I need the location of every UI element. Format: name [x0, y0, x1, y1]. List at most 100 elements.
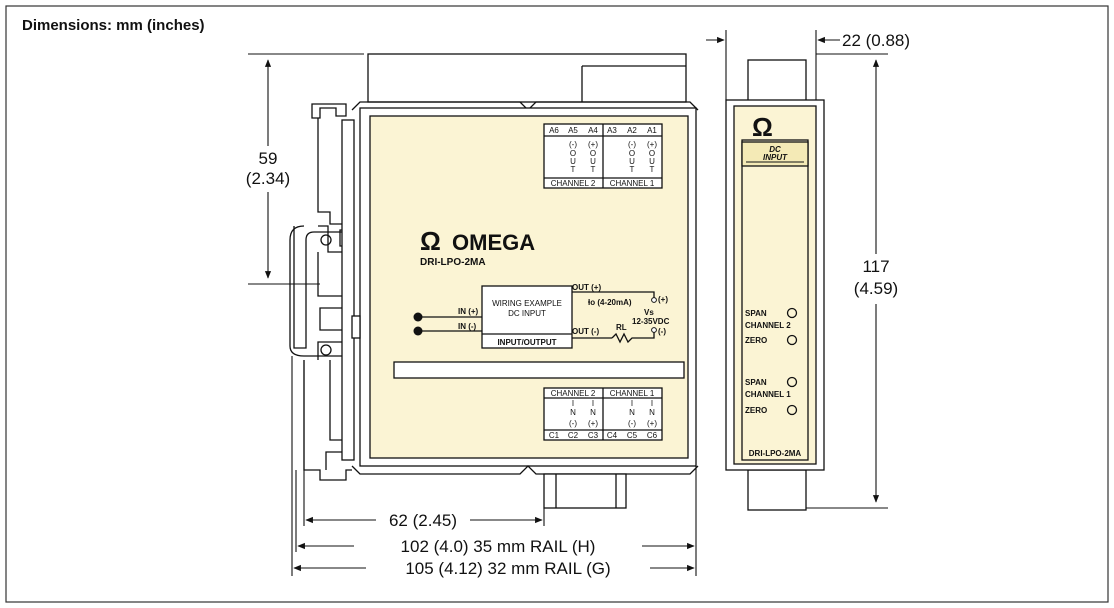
out-letter: O — [590, 149, 596, 158]
out-letter: T — [650, 165, 655, 174]
top-signal-ch1-minus: (-) — [628, 140, 636, 149]
in-minus-label: IN (-) — [458, 322, 477, 331]
vs-minus-terminal — [651, 327, 657, 333]
vs-range-label: 12-35VDC — [632, 317, 670, 326]
span-ch2-label: SPAN — [745, 309, 767, 318]
vs-plus-terminal — [651, 297, 657, 303]
dim-62: 62 (2.45) — [389, 511, 457, 530]
front-omega-logo-icon: Ω — [752, 112, 773, 142]
dim-22: 22 (0.88) — [842, 31, 910, 50]
out-minus-label: OUT (-) — [572, 327, 599, 336]
vs-minus-label: (-) — [658, 327, 666, 336]
omega-logo-icon: Ω — [420, 226, 441, 256]
bottom-signal-ch1-plus: (+) — [647, 419, 657, 428]
wiring-box-line1: WIRING EXAMPLE — [492, 299, 562, 308]
dim-105-rail-g: 105 (4.12) 32 mm RAIL (G) — [405, 559, 610, 578]
bottom-channel-2-label: CHANNEL 2 — [551, 389, 596, 398]
io-label: Io (4-20mA) — [588, 298, 632, 307]
input-minus-terminal-dot — [413, 326, 423, 336]
top-channel-2-label: CHANNEL 2 — [551, 179, 596, 188]
top-signal-ch2-plus: (+) — [588, 140, 598, 149]
dim-117-mm: 117 — [862, 257, 889, 276]
dimension-lines — [248, 30, 888, 576]
out-letter: O — [570, 149, 576, 158]
terminal-a1: A1 — [647, 126, 657, 135]
bottom-connector-block — [543, 473, 627, 509]
diagram-title: Dimensions: mm (inches) — [22, 17, 205, 34]
wiring-example-box — [481, 285, 573, 349]
front-label-dc: DC — [769, 145, 781, 154]
front-labels: DC INPUT SPAN CHANNEL 2 ZERO SPAN CHANNE… — [745, 145, 801, 458]
terminal-a4: A4 — [588, 126, 598, 135]
dim-59-mm: 59 — [259, 149, 278, 168]
in-letter: N — [629, 408, 635, 417]
channel2-label: CHANNEL 2 — [745, 321, 791, 330]
wiring-box-line2: DC INPUT — [508, 309, 546, 318]
side-model-label: DRI-LPO-2MA — [420, 257, 486, 268]
dim-102-rail-h: 102 (4.0) 35 mm RAIL (H) — [401, 537, 596, 556]
out-plus-label: OUT (+) — [572, 283, 601, 292]
in-letter: I — [631, 399, 633, 408]
zero-ch2-label: ZERO — [745, 336, 767, 345]
zero-ch1-pot — [786, 404, 798, 416]
front-label-input: INPUT — [763, 153, 788, 162]
span-ch2-pot — [786, 307, 798, 319]
out-letter: O — [649, 149, 655, 158]
dim-117-in: (4.59) — [854, 279, 898, 298]
input-plus-terminal-dot — [413, 312, 423, 322]
terminal-a6: A6 — [549, 126, 559, 135]
terminal-a3: A3 — [607, 126, 617, 135]
dimension-text: 59 (2.34) 62 (2.45) 102 (4.0) 35 mm RAIL… — [246, 31, 910, 578]
span-ch1-pot — [786, 376, 798, 388]
out-letter: U — [629, 157, 635, 166]
terminal-c3: C3 — [588, 431, 599, 440]
zero-ch1-label: ZERO — [745, 406, 767, 415]
bottom-signal-ch2-minus: (-) — [569, 419, 577, 428]
terminal-a5: A5 — [568, 126, 578, 135]
out-letter: U — [570, 157, 576, 166]
out-letter: T — [630, 165, 635, 174]
out-letter: U — [649, 157, 655, 166]
channel1-label: CHANNEL 1 — [745, 390, 791, 399]
terminal-c1: C1 — [549, 431, 560, 440]
in-plus-label: IN (+) — [458, 307, 479, 316]
top-channel-1-label: CHANNEL 1 — [610, 179, 655, 188]
side-logo-text: OMEGA — [452, 230, 535, 255]
label-slot — [393, 361, 685, 379]
terminal-c5: C5 — [627, 431, 638, 440]
in-letter: I — [572, 399, 574, 408]
bottom-terminal-labels: CHANNEL 2 CHANNEL 1 I N I N I N I N (-) … — [549, 389, 658, 440]
out-letter: O — [629, 149, 635, 158]
bottom-channel-1-label: CHANNEL 1 — [610, 389, 655, 398]
out-letter: U — [590, 157, 596, 166]
in-letter: N — [570, 408, 576, 417]
outer-border — [5, 5, 1109, 603]
out-letter: T — [591, 165, 596, 174]
terminal-a2: A2 — [627, 126, 637, 135]
vs-label: Vs — [644, 308, 654, 317]
terminal-c2: C2 — [568, 431, 579, 440]
terminal-c4: C4 — [607, 431, 618, 440]
terminal-c6: C6 — [647, 431, 658, 440]
in-letter: N — [590, 408, 596, 417]
zero-ch2-pot — [786, 334, 798, 346]
top-terminal-labels: A6 A5 A4 A3 A2 A1 (-) (+) (-) (+) O U T … — [549, 126, 657, 188]
wiring-labels: IN (+) IN (-) WIRING EXAMPLE DC INPUT IN… — [458, 283, 670, 347]
top-signal-ch2-minus: (-) — [569, 140, 577, 149]
dim-59-in: (2.34) — [246, 169, 290, 188]
in-letter: N — [649, 408, 655, 417]
front-model-label: DRI-LPO-2MA — [749, 449, 802, 458]
wiring-box-footer: INPUT/OUTPUT — [497, 338, 556, 347]
span-ch1-label: SPAN — [745, 378, 767, 387]
front-view — [725, 59, 825, 511]
in-letter: I — [592, 399, 594, 408]
in-letter: I — [651, 399, 653, 408]
top-signal-ch1-plus: (+) — [647, 140, 657, 149]
rl-label: RL — [616, 323, 627, 332]
vs-plus-label: (+) — [658, 295, 668, 304]
bottom-signal-ch1-minus: (-) — [628, 419, 636, 428]
out-letter: T — [571, 165, 576, 174]
top-connector-block — [367, 53, 687, 103]
